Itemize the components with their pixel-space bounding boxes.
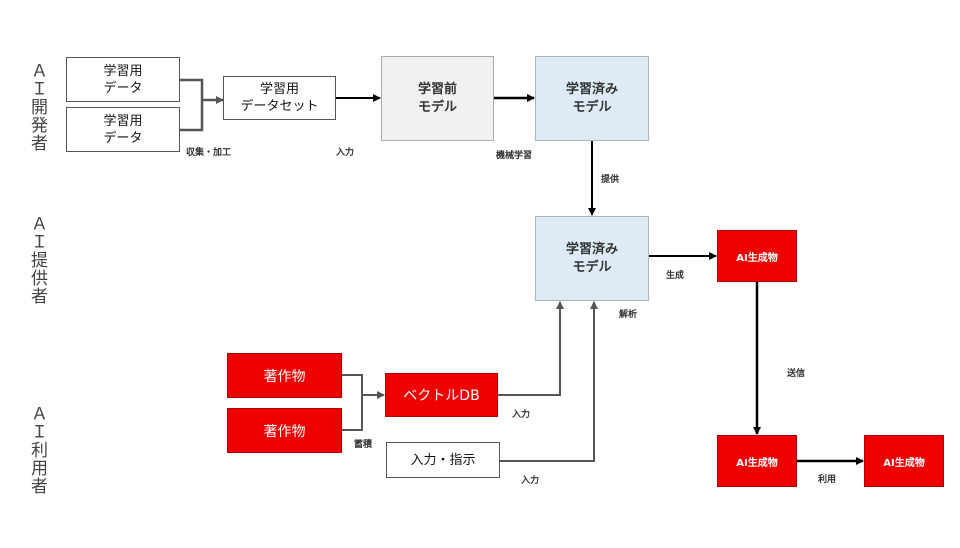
training-data-box-2: 学習用 データ — [66, 107, 180, 152]
input-instruction-box: 入力・指示 — [386, 442, 500, 478]
label-provide: 提供 — [601, 175, 620, 185]
role-provider: ＡＩ提供者 — [27, 215, 47, 305]
label-store: 蓄積 — [354, 440, 373, 450]
ai-output-box-1: AI生成物 — [717, 230, 797, 282]
merge-connector-works — [342, 374, 363, 431]
merge-connector-data — [180, 78, 204, 132]
dataset-box: 学習用 データセット — [223, 76, 336, 120]
work-box-2: 著作物 — [227, 408, 342, 453]
label-input-3: 入力 — [521, 476, 540, 486]
role-user: ＡＩ利用者 — [27, 405, 47, 495]
label-machine-learning: 機械学習 — [496, 151, 533, 161]
label-analyze: 解析 — [619, 310, 638, 320]
ai-output-box-3: AI生成物 — [864, 435, 944, 487]
label-use: 利用 — [818, 475, 837, 485]
ai-output-box-2: AI生成物 — [717, 435, 797, 487]
arrow-vectordb-to-model — [498, 301, 564, 396]
label-input-2: 入力 — [512, 410, 531, 420]
label-collect: 収集・加工 — [186, 148, 232, 158]
label-generate: 生成 — [666, 271, 685, 281]
pre-model-box: 学習前 モデル — [381, 56, 494, 141]
label-send: 送信 — [787, 369, 806, 379]
vector-db-box: ベクトルDB — [385, 373, 498, 417]
arrow-input-to-model — [500, 301, 598, 462]
work-box-1: 著作物 — [227, 353, 342, 398]
trained-model-box-provider: 学習済み モデル — [535, 216, 649, 301]
role-developer: ＡＩ開発者 — [27, 62, 47, 152]
trained-model-box-developer: 学習済み モデル — [535, 56, 649, 141]
training-data-box-1: 学習用 データ — [66, 57, 180, 102]
label-input-1: 入力 — [336, 148, 355, 158]
